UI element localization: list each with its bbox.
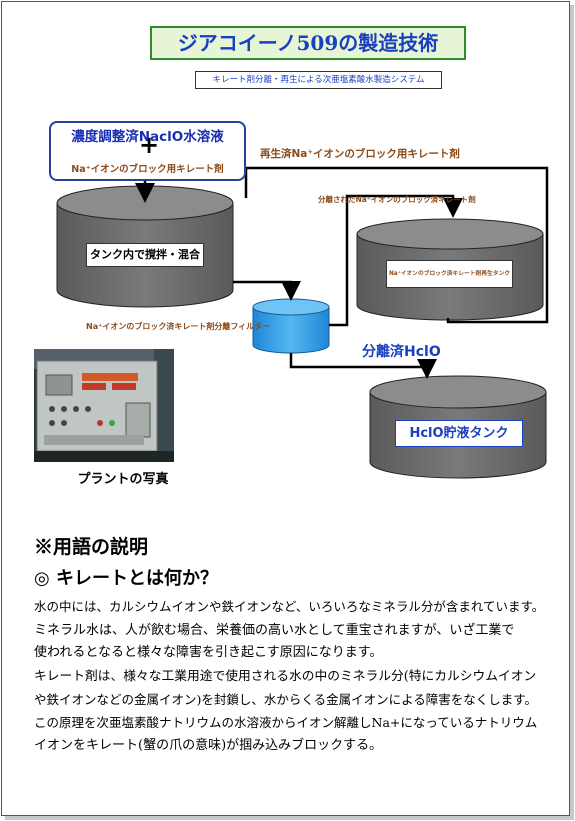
plus-icon: + (139, 131, 160, 159)
regen-tank-label: Na⁺イオンのブロック済キレート剤再生タンク (386, 260, 513, 288)
mixing-tank-label: タンク内で撹拌・混合 (86, 243, 204, 267)
separated-chelate-label: 分離されたNa⁺イオンのブロック済キレート剤 (318, 195, 476, 204)
glossary-subheading: ◎ キレートとは何か？ (34, 568, 218, 589)
plant-photo (34, 349, 174, 462)
separated-hclo-label: 分離済HclO (362, 344, 441, 360)
glossary-line: 水の中には、カルシウムイオンや鉄イオンなど、いろいろなミネラル分が含まれています… (34, 599, 545, 614)
photo-caption: プラントの写真 (77, 472, 169, 487)
glossary-line: キレート剤は、様々な工業用途で使用される水の中のミネラル分(特にカルシウムイオン (34, 669, 537, 684)
storage-tank-label: HclO貯液タンク (395, 420, 523, 447)
glossary-line: 使われるとなると様々な障害を引き起こす原因になります。 (34, 645, 383, 660)
glossary-heading: ※用語の説明 (34, 536, 149, 558)
glossary-line: や鉄イオンなどの金属イオン)を封鎖し、水からくる金属イオンによる障害をなくします… (34, 692, 538, 707)
chelate-agent-label: Na⁺イオンのブロック用キレート剤 (71, 164, 224, 175)
page-subtitle: キレート剤分離・再生による次亜塩素酸水製造システム (195, 71, 442, 89)
page-title: ジアコイーノ509の製造技術 (150, 26, 466, 60)
filter-cylinder (252, 298, 330, 354)
filter-label: Na⁺イオンのブロック済キレート剤分離フィルター (86, 322, 271, 331)
glossary-line: この原理を次亜塩素酸ナトリウムの水溶液からイオン解離しNa+になっているナトリウ… (34, 715, 538, 730)
glossary-line: ミネラル水は、人が飲む場合、栄養価の高い水として重宝されますが、いざ工業で (34, 623, 515, 638)
input-solution-box: 濃度調整済NaclO水溶液 + Na⁺イオンのブロック用キレート剤 (49, 121, 246, 181)
input-solution-label: 濃度調整済NaclO水溶液 (71, 129, 224, 145)
glossary-line: イオンをキレート(蟹の爪の意味)が掴み込みブロックする。 (34, 738, 383, 753)
regen-chelate-label: 再生済Na⁺イオンのブロック用キレート剤 (260, 148, 460, 160)
